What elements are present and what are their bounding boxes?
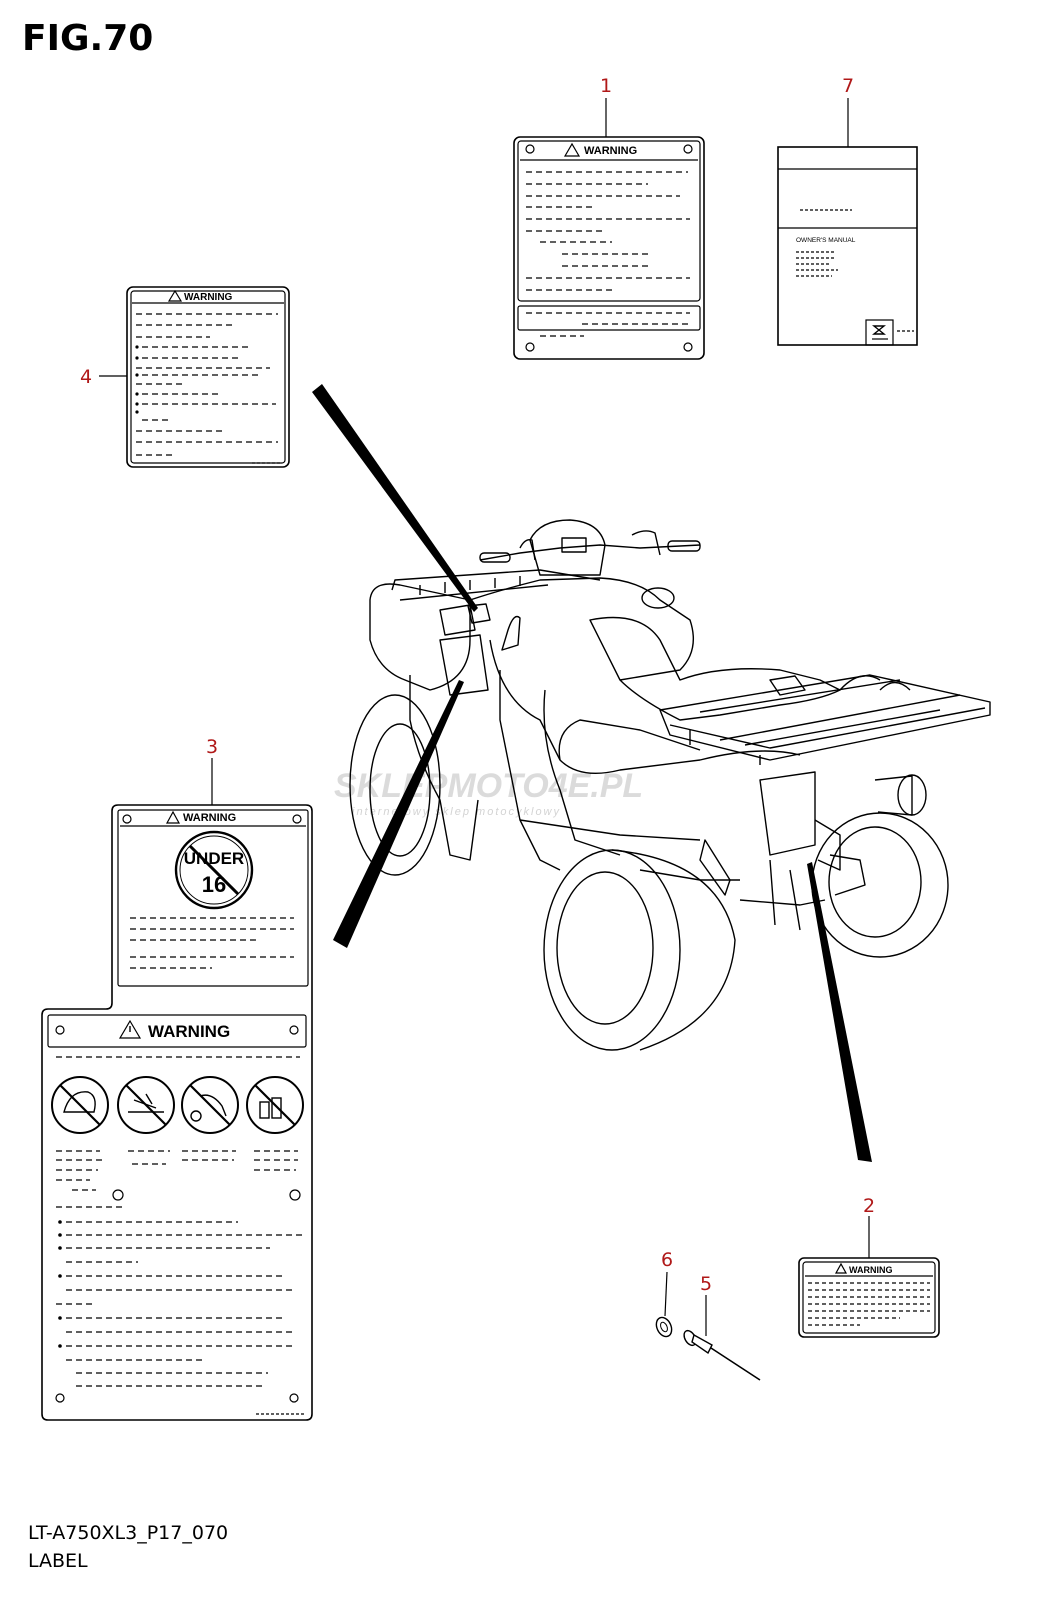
warning-triangle-icon xyxy=(167,289,183,302)
leader-wedges xyxy=(312,384,872,1162)
label-3-warning-text: WARNING xyxy=(183,812,236,824)
watermark: SKLEPMOTO4E.PL internetowy sklep motocyk… xyxy=(334,767,643,818)
label-3[interactable]: WARNING UNDER 16 WARNING xyxy=(41,804,313,1421)
owners-manual-7[interactable]: OWNER'S MANUAL xyxy=(777,146,918,346)
callout-6[interactable]: 6 xyxy=(661,1249,673,1271)
under-text: UNDER xyxy=(184,849,244,868)
watermark-sub: internetowy sklep motocyklowy xyxy=(352,806,561,818)
callout-2[interactable]: 2 xyxy=(863,1195,875,1217)
callout-numbers: 1 2 3 4 5 6 7 xyxy=(80,75,875,1295)
callout-3[interactable]: 3 xyxy=(206,736,218,758)
prohibition-icons xyxy=(51,1076,304,1134)
no-passenger-icon xyxy=(117,1076,175,1134)
age-16-text: 16 xyxy=(202,872,226,897)
label-4[interactable]: WARNING xyxy=(126,286,290,468)
figure-code: LT-A750XL3_P17_070 xyxy=(28,1522,229,1544)
label-4-warning-text: WARNING xyxy=(184,292,233,303)
figure-title: FIG.70 xyxy=(22,18,154,59)
atv-illustration xyxy=(349,519,991,1051)
label-1-warning-text: WARNING xyxy=(584,145,637,157)
owners-manual-text: OWNER'S MANUAL xyxy=(796,237,856,244)
under-16-prohibition-icon: UNDER 16 xyxy=(174,830,254,910)
no-paved-road-icon xyxy=(181,1076,239,1134)
warning-triangle-icon xyxy=(834,1262,848,1274)
callout-1[interactable]: 1 xyxy=(600,75,612,97)
washer-6[interactable] xyxy=(653,1315,674,1339)
suzuki-logo-icon xyxy=(872,325,888,340)
no-helmet-icon xyxy=(51,1076,109,1134)
rivet-5[interactable] xyxy=(682,1329,761,1381)
no-alcohol-icon xyxy=(246,1076,304,1134)
warning-triangle-icon xyxy=(118,1019,142,1039)
label-2-warning-text: WARNING xyxy=(849,1265,893,1275)
warning-triangle-icon xyxy=(563,142,581,157)
warning-triangle-icon xyxy=(165,810,181,824)
callout-leaders xyxy=(99,98,870,1336)
label-1[interactable]: WARNING xyxy=(513,136,705,360)
label-2[interactable]: WARNING xyxy=(798,1257,940,1338)
figure-name: LABEL xyxy=(28,1550,88,1572)
callout-5[interactable]: 5 xyxy=(700,1273,712,1295)
callout-4[interactable]: 4 xyxy=(80,366,92,388)
label-3-main-warning-text: WARNING xyxy=(148,1022,230,1041)
callout-7[interactable]: 7 xyxy=(842,75,854,97)
